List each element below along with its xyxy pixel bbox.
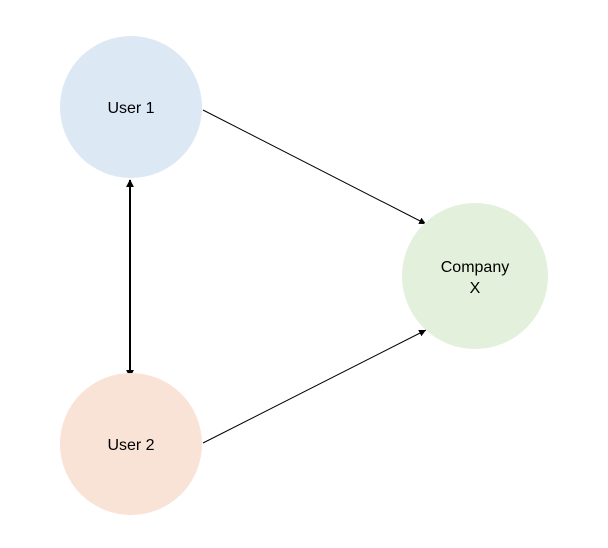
node-user-2-circle [60, 373, 202, 515]
node-user-1: User 1 [60, 36, 202, 178]
node-user-1-label: User 1 [107, 100, 154, 117]
node-company-x-label-line2: X [470, 280, 481, 297]
node-company-x: Company X [402, 203, 548, 349]
node-user-1-circle [60, 36, 202, 178]
node-company-x-label-line1: Company [441, 259, 509, 276]
edge-user1-to-company [202, 109, 427, 225]
node-company-x-circle [402, 203, 548, 349]
node-user-2: User 2 [60, 373, 202, 515]
edge-user2-to-company [202, 329, 427, 444]
node-user-2-label: User 2 [107, 437, 154, 454]
